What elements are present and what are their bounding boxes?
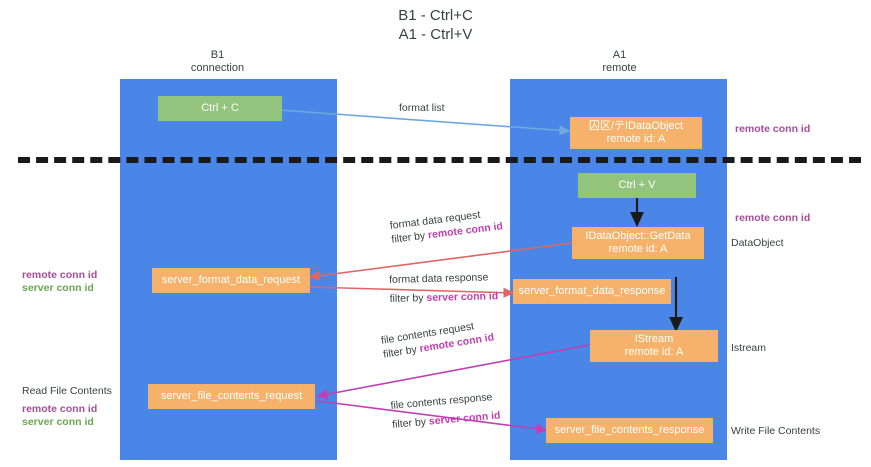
box-server-file-contents-request[interactable]: server_file_contents_request bbox=[148, 384, 315, 409]
arrow-format-list bbox=[278, 109, 571, 136]
right-label-istream: Istream bbox=[731, 342, 767, 354]
lane-header-b1: B1 connection bbox=[150, 49, 285, 75]
lane-header-a1-role: remote bbox=[602, 62, 637, 74]
box-istream-line2: remote id: A bbox=[624, 346, 684, 358]
edge-label-format-data-response-main: format data response bbox=[389, 271, 489, 286]
box-ctrl-c[interactable]: Ctrl + C bbox=[158, 96, 282, 121]
box-server-format-data-response[interactable]: server_format_data_response bbox=[513, 279, 671, 304]
left-label-server-conn-id-2: server conn id bbox=[22, 416, 94, 428]
right-label-dataobject: DataObject bbox=[731, 237, 784, 249]
box-server-format-data-request[interactable]: server_format_data_request bbox=[152, 268, 310, 293]
title-line-1: B1 - Ctrl+C bbox=[398, 7, 473, 24]
right-label-remote-conn-id-2: remote conn id bbox=[735, 212, 811, 224]
left-label-remote-conn-id-1: remote conn id bbox=[22, 269, 98, 281]
box-idataobject-top-line2: remote id: A bbox=[606, 133, 666, 145]
edge-label-format-list: format list bbox=[399, 102, 445, 114]
lane-header-b1-role: connection bbox=[190, 62, 245, 74]
right-label-write-file-contents: Write File Contents bbox=[731, 425, 821, 437]
right-label-remote-conn-id-1: remote conn id bbox=[735, 123, 811, 135]
left-label-remote-conn-id-2: remote conn id bbox=[22, 403, 98, 415]
box-idataobject-getdata-line1: IDataObject::GetData bbox=[585, 230, 691, 242]
box-ctrl-v[interactable]: Ctrl + V bbox=[578, 173, 696, 198]
lane-header-a1: A1 remote bbox=[552, 49, 687, 75]
lane-header-b1-name: B1 bbox=[210, 49, 225, 61]
box-idataobject-getdata-line2: remote id: A bbox=[608, 243, 668, 255]
box-istream[interactable]: IStream remote id: A bbox=[590, 330, 718, 362]
title-line-2: A1 - Ctrl+V bbox=[398, 26, 473, 43]
arrow-file-contents-request bbox=[316, 344, 590, 400]
edge-label-format-data-response-filter: filter by server conn id bbox=[389, 289, 499, 306]
phase-divider bbox=[18, 157, 861, 163]
box-idataobject-top[interactable]: 囚区/テIDataObject remote id: A bbox=[570, 117, 702, 149]
filter-prefix: filter by bbox=[389, 292, 427, 305]
box-istream-line1: IStream bbox=[634, 333, 674, 345]
edge-label-format-data-response: format data response filter by server co… bbox=[389, 270, 498, 306]
filter-prefix: filter by bbox=[391, 415, 430, 431]
arrow-file-contents-response bbox=[317, 400, 548, 434]
diagram-title: B1 - Ctrl+C A1 - Ctrl+V bbox=[0, 6, 871, 44]
box-idataobject-top-line1: 囚区/テIDataObject bbox=[588, 120, 684, 132]
box-server-file-contents-response[interactable]: server_file_contents_response bbox=[546, 418, 713, 443]
arrow-format-data-response bbox=[309, 286, 515, 298]
arrow-format-data-request bbox=[308, 242, 573, 281]
filter-key-server-conn-id: server conn id bbox=[426, 290, 499, 305]
left-label-server-conn-id-1: server conn id bbox=[22, 282, 94, 294]
lane-header-a1-name: A1 bbox=[612, 49, 627, 61]
left-label-read-file-contents: Read File Contents bbox=[22, 385, 112, 397]
box-idataobject-getdata[interactable]: IDataObject::GetData remote id: A bbox=[572, 227, 704, 259]
